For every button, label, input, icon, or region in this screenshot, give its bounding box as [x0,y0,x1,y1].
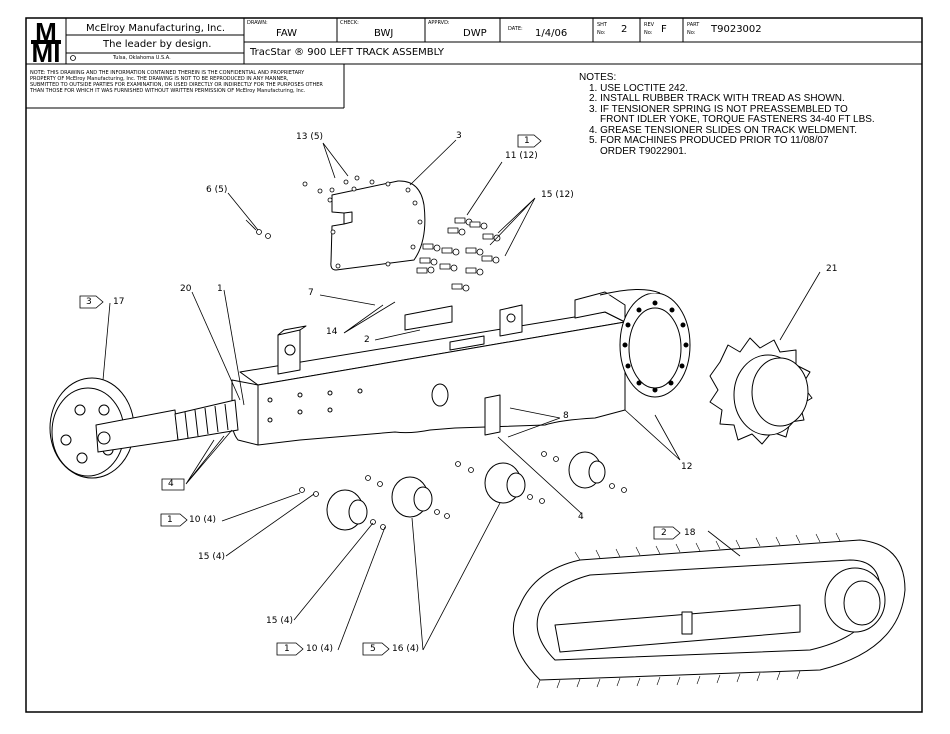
sht-no-label: No: [597,30,606,36]
callout-flags [79,134,681,656]
rev-label: REV [644,22,655,28]
callout-1-frame: 1 [217,284,223,294]
company-name: McElroy Manufacturing, Inc. [86,23,226,34]
confidential-notice: NOTE: THIS DRAWING AND THE INFORMATION C… [30,70,323,94]
check-value: BWJ [374,28,394,39]
part-label: PART [687,22,700,28]
callout-4-right: 4 [578,512,584,522]
notes-block: NOTES: 1. USE LOCTITE 242. 2. INSTALL RU… [579,72,875,157]
callout-11: 11 (12) [505,151,538,161]
note-line: 5. FOR MACHINES PRODUCED PRIOR TO 11/08/… [589,135,829,146]
company-location: Tulsa, Oklahoma U.S.A. [113,55,171,61]
tensioner-spring [174,399,239,441]
registered-mark-icon [70,55,76,61]
drive-sprocket [709,337,813,445]
callout-15-bottom: 15 (4) [266,616,294,626]
check-label: CHECK: [340,20,359,26]
callout-6: 6 (5) [206,185,228,195]
notes-heading: NOTES: [579,72,617,83]
callout-13: 13 (5) [296,132,324,142]
tensioner-slide-plate [404,305,453,331]
svg-text:MI: MI [32,38,61,68]
apprvd-label: APPRVD: [428,20,450,26]
note-line: 1. USE LOCTITE 242. [589,82,688,94]
callout-10-upper: 10 (4) [189,515,217,525]
part-no-label: No: [687,30,696,36]
callout-18: 18 [684,528,696,538]
confidential-line: NOTE: THIS DRAWING AND THE INFORMATION C… [30,70,305,76]
callout-21: 21 [826,264,838,274]
callout-15-top: 15 (12) [541,190,574,200]
roller-hardware [299,451,627,530]
sheet-border [25,17,923,713]
callout-17: 17 [113,297,125,307]
apprvd-value: DWP [463,28,487,39]
callout-flag-1-bottom: 1 [284,644,290,654]
callout-15-middle: 15 (4) [198,552,226,562]
svg-text:M: M [35,17,57,47]
track-frame [231,289,691,446]
rubber-track [512,532,906,689]
note-line: ORDER T9022901. [600,145,687,157]
callout-10-lower: 10 (4) [306,644,334,654]
callout-flag-1-left: 1 [167,515,173,525]
note-line: FRONT IDLER YOKE, TORQUE FASTENERS 34-40… [600,114,875,125]
callout-16: 16 (4) [392,644,420,654]
front-idler [49,377,179,479]
confidential-line: PROPERTY OF McElroy Manufacturing, Inc. … [30,76,289,82]
confidential-line: THAN THOSE FOR WHICH IT WAS FURNISHED WI… [30,88,306,94]
note-line: 3. IF TENSIONER SPRING IS NOT PREASSEMBL… [589,103,848,115]
drawn-value: FAW [276,28,298,39]
callout-12: 12 [681,462,693,472]
date-label: DATE: [508,26,523,32]
callout-flag-1-top: 1 [524,136,530,146]
callout-14: 14 [326,327,338,337]
callout-8: 8 [563,411,569,421]
callout-7: 7 [308,288,314,298]
cover-plate [330,180,426,271]
track-roller-1 [326,489,368,531]
callout-20: 20 [180,284,192,294]
confidential-line: SUBMITTED TO OUTSIDE PARTIES FOR EXAMINA… [30,82,323,88]
callout-flag-5: 5 [370,644,376,654]
callout-4-left: 4 [168,479,174,489]
date-value: 1/4/06 [535,28,568,39]
company-logo: M MI [31,17,61,68]
sht-value: 2 [621,24,628,35]
rev-value: F [661,24,667,35]
note-line: 2. INSTALL RUBBER TRACK WITH TREAD AS SH… [589,93,845,104]
track-roller-4 [568,451,606,489]
track-roller-2 [391,476,433,518]
callout-3: 3 [456,131,462,141]
part-value: T9023002 [711,24,762,35]
company-tagline: The leader by design. [103,39,212,50]
callout-2: 2 [364,335,370,345]
sht-label: SHT [597,22,607,28]
note-line: 4. GREASE TENSIONER SLIDES ON TRACK WELD… [589,124,858,136]
bracket-4 [484,394,501,436]
drawing-title: TracStar ® 900 LEFT TRACK ASSEMBLY [250,47,444,58]
rev-no-label: No: [644,30,653,36]
assembly-artwork [49,175,906,689]
bolt-group-11 [416,217,501,292]
leader-lines [102,139,821,651]
track-roller-3 [484,462,526,504]
bolt-6 [245,219,271,239]
callout-flag-2: 2 [661,528,667,538]
drawn-label: DRAWN: [247,20,268,26]
callout-flag-3: 3 [86,297,92,307]
title-block [26,18,922,109]
screws-13 [302,175,423,269]
